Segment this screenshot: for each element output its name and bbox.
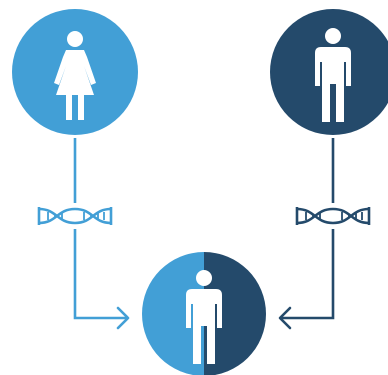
right-arrow-line bbox=[281, 138, 335, 320]
left-arrowhead-icon bbox=[116, 306, 130, 330]
left-connector bbox=[35, 138, 130, 330]
child-node bbox=[142, 252, 266, 375]
right-connector bbox=[278, 138, 373, 330]
right-arrowhead-icon bbox=[278, 306, 292, 330]
father-node bbox=[270, 9, 388, 135]
mother-node bbox=[12, 9, 138, 135]
left-arrow-line bbox=[73, 138, 127, 320]
